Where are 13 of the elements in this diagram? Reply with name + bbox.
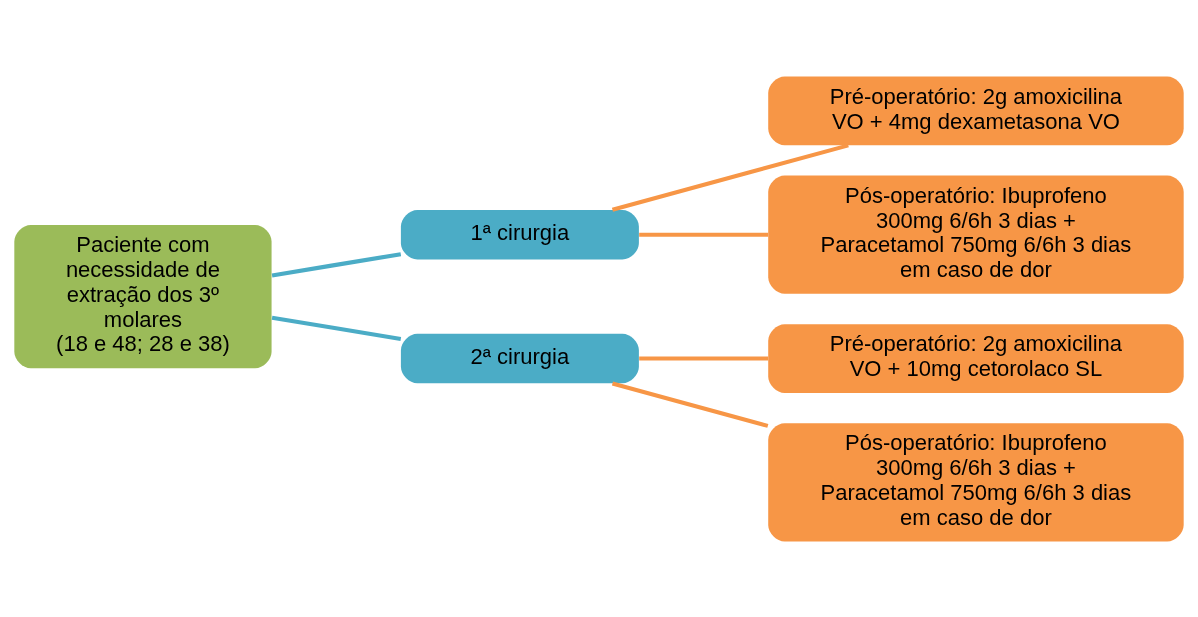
connector <box>271 315 402 341</box>
connector <box>271 251 402 278</box>
connector <box>611 380 769 428</box>
connector <box>639 232 769 237</box>
node-box: Paciente com necessidade de extração dos 3º molares (18 e 48; 28 e 38) <box>14 224 272 368</box>
node-box: 2ª cirurgia <box>400 333 639 383</box>
node-box: Pré-operatório: 2g amoxicilina VO + 10mg cetorolaco SL <box>768 323 1184 393</box>
connector <box>611 142 849 212</box>
node-box: 1ª cirurgia <box>400 209 639 259</box>
connector <box>639 355 769 361</box>
node-box: Pós-operatório: Ibuprofeno 300mg 6/6h 3 dias + Paracetamol 750mg 6/6h 3 dias em caso de dor <box>768 175 1184 294</box>
node-box: Pré-operatório: 2g amoxicilina VO + 4mg dexametasona VO <box>768 76 1184 145</box>
node-box: Pós-operatório: Ibuprofeno 300mg 6/6h 3 dias + Paracetamol 750mg 6/6h 3 dias em caso de dor <box>768 422 1184 541</box>
